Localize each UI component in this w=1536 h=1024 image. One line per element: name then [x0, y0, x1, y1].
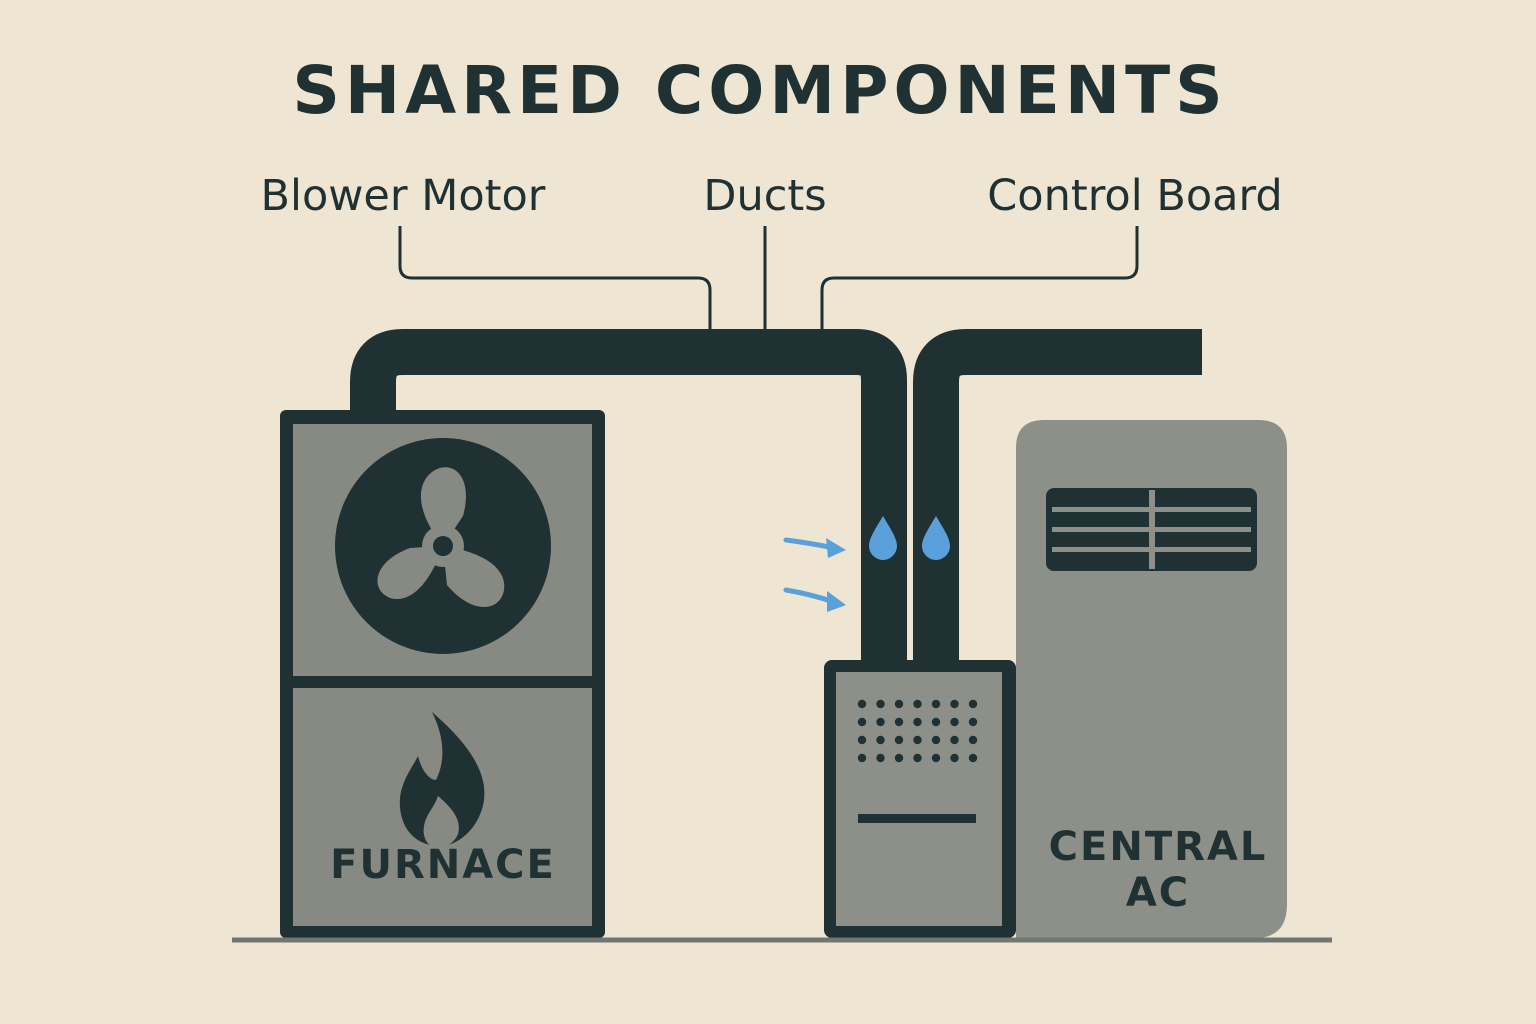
vent-dot [857, 753, 867, 763]
vent-dot [876, 717, 885, 727]
vent-dot [968, 717, 978, 727]
control-cabinet-slot [858, 814, 976, 823]
vent-grille-icon [1046, 488, 1257, 571]
duct-left [350, 329, 907, 668]
vent-dot [931, 699, 941, 709]
label-ducts: Ducts [703, 171, 826, 221]
vent-dot [894, 735, 904, 745]
vent-dot [950, 699, 959, 709]
duct-right [913, 329, 1202, 668]
vent-dot [931, 753, 941, 763]
vent-dot [876, 735, 885, 745]
vent-dot [876, 753, 885, 763]
vent-dot [876, 699, 885, 709]
label-blower-motor: Blower Motor [261, 171, 546, 221]
leader-line-blower-motor [398, 226, 712, 330]
vent-dot [857, 699, 867, 709]
vent-dot [913, 699, 922, 709]
diagram-title: SHARED COMPONENTS [292, 52, 1227, 129]
central-ac-label-line2: AC [1126, 870, 1190, 916]
vent-dot [950, 753, 959, 763]
leader-line-control-board [820, 226, 1139, 330]
vent-dot [913, 735, 922, 745]
airflow-arrow-icon [783, 537, 846, 612]
vent-dot [894, 753, 904, 763]
flame-icon [399, 712, 485, 848]
control-cabinet-vent-dots [857, 699, 978, 763]
water-drop-icon [922, 516, 950, 560]
water-drop-icon [869, 516, 897, 560]
label-control-board: Control Board [987, 171, 1282, 221]
vent-dot [968, 753, 978, 763]
vent-dot [931, 735, 941, 745]
furnace-label: FURNACE [330, 842, 556, 888]
vent-dot [968, 735, 978, 745]
control-cabinet [824, 660, 1016, 938]
fan-icon [335, 438, 551, 654]
vent-dot [968, 699, 978, 709]
vent-dot [894, 717, 904, 727]
vent-dot [913, 753, 922, 763]
vent-dot [857, 717, 867, 727]
vent-dot [931, 717, 941, 727]
vent-dot [913, 717, 922, 727]
furnace-unit: FURNACE [280, 410, 605, 938]
central-ac-label-line1: CENTRAL [1049, 824, 1268, 870]
vent-dot [857, 735, 867, 745]
control-cabinet-panel [836, 672, 1002, 926]
vent-dot [950, 717, 959, 727]
vent-dot [950, 735, 959, 745]
central-ac-unit: CENTRAL AC [1016, 420, 1287, 938]
vent-dot [894, 699, 904, 709]
